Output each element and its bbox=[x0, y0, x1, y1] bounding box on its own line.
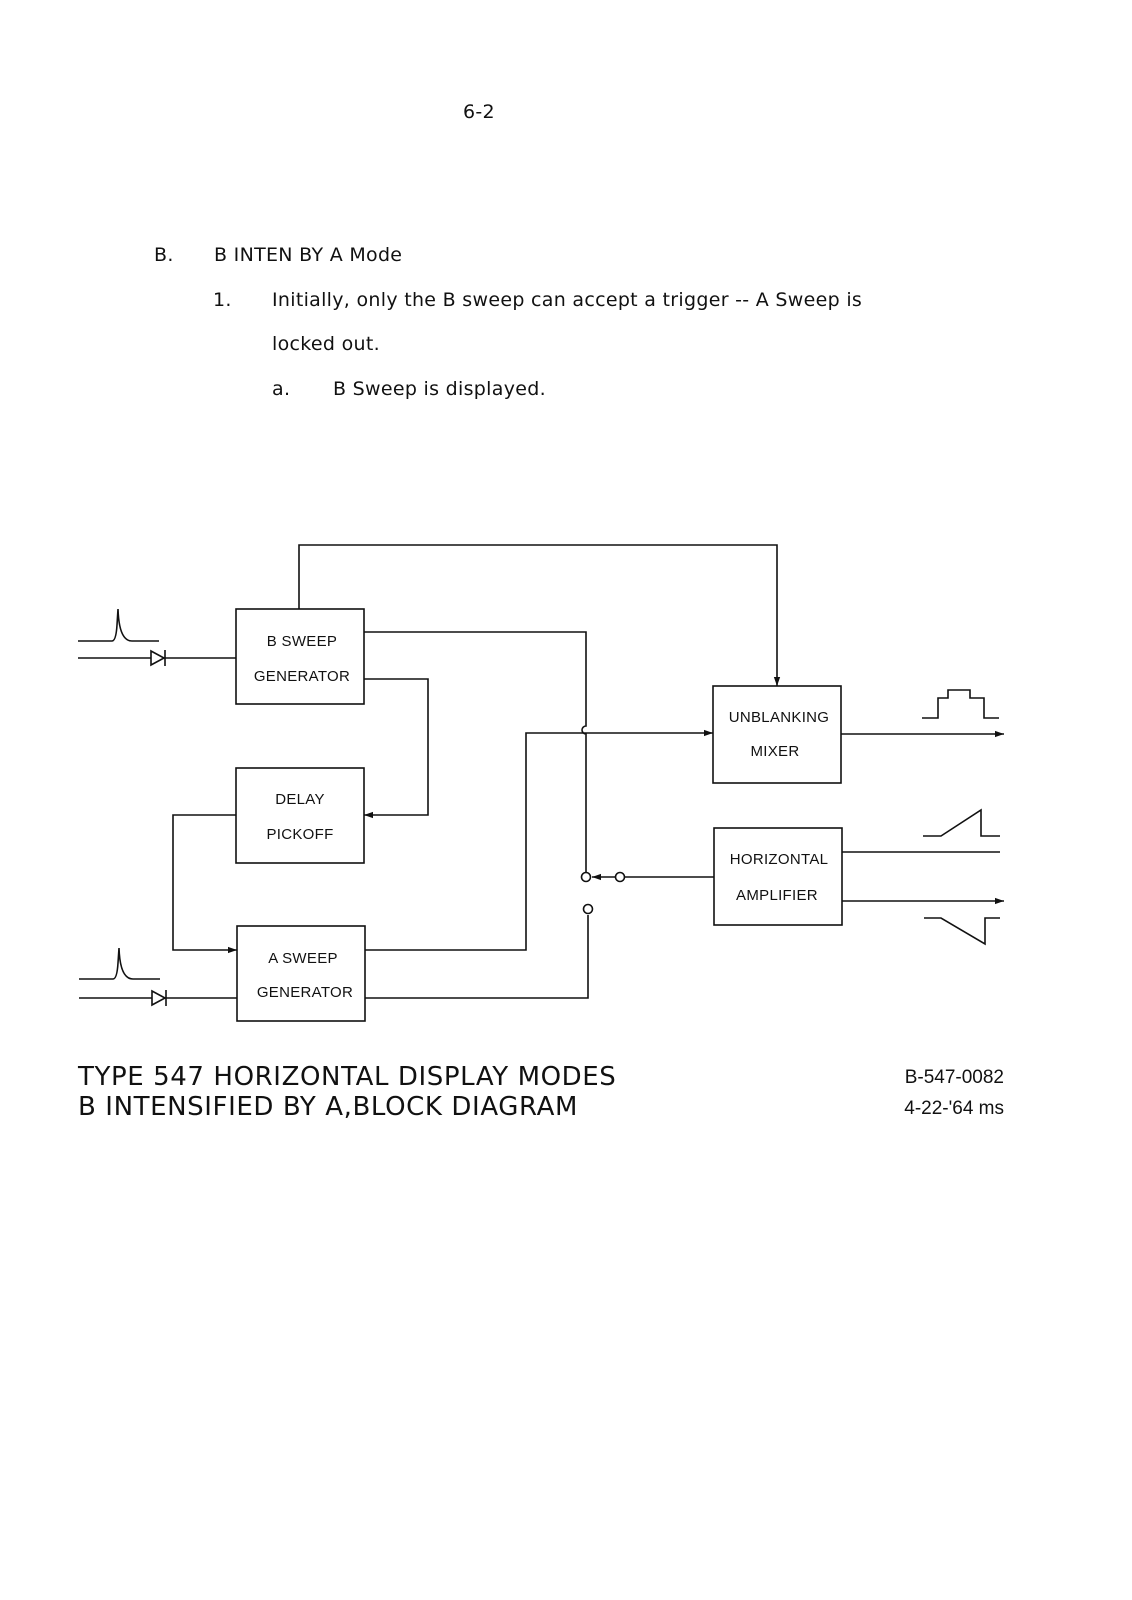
delay-pickoff-label-line2: PICKOFF bbox=[266, 826, 333, 843]
item-1-text-line-1: Initially, only the B sweep can accept a… bbox=[272, 289, 863, 311]
a-trigger-input bbox=[79, 947, 237, 1007]
unblanking-mixer-label-line1: UNBLANKING bbox=[729, 709, 830, 726]
drawing-date: 4-22-'64 ms bbox=[904, 1098, 1004, 1119]
b-sweep-to-delay-line bbox=[364, 678, 429, 819]
b-sweep-generator-block: B SWEEP GENERATOR bbox=[235, 608, 365, 705]
a-sweep-label-line2: GENERATOR bbox=[257, 984, 353, 1001]
item-1-number: 1. bbox=[213, 289, 232, 311]
caption-line-2: B INTENSIFIED BY A,BLOCK DIAGRAM bbox=[78, 1092, 578, 1122]
a-trigger-pulse-icon bbox=[79, 947, 160, 980]
drawing-number: B-547-0082 bbox=[905, 1067, 1004, 1088]
b-sweep-to-unblanking-line bbox=[298, 544, 781, 686]
item-a-letter: a. bbox=[272, 378, 291, 400]
b-sweep-label-line2: GENERATOR bbox=[254, 668, 350, 685]
b-sweep-output-line bbox=[364, 631, 587, 872]
horizontal-amplifier-label-line2: AMPLIFIER bbox=[736, 887, 818, 904]
unblanking-pulse-waveform-icon bbox=[922, 689, 999, 719]
caption-line-1: TYPE 547 HORIZONTAL DISPLAY MODES bbox=[77, 1062, 616, 1092]
item-1-text-line-2: locked out. bbox=[272, 333, 380, 355]
item-a-text: B Sweep is displayed. bbox=[333, 378, 546, 400]
section-title: B INTEN BY A Mode bbox=[214, 244, 403, 266]
unblanking-mixer-block: UNBLANKING MIXER bbox=[712, 685, 842, 784]
mode-switch-icon bbox=[580, 871, 626, 915]
delay-to-a-sweep-line bbox=[172, 814, 237, 954]
delay-pickoff-label-line1: DELAY bbox=[275, 791, 325, 808]
horizontal-amplifier-label-line1: HORIZONTAL bbox=[730, 851, 829, 868]
delay-pickoff-block: DELAY PICKOFF bbox=[235, 767, 365, 864]
unblanking-mixer-label-line2: MIXER bbox=[750, 743, 799, 760]
a-sweep-label-line1: A SWEEP bbox=[268, 950, 338, 967]
b-trigger-pulse-icon bbox=[78, 608, 159, 642]
negative-sawtooth-waveform-icon bbox=[924, 917, 1000, 946]
horizontal-amplifier-block: HORIZONTAL AMPLIFIER bbox=[713, 827, 843, 926]
b-sweep-label-line1: B SWEEP bbox=[267, 633, 337, 650]
a-trigger-diode-icon bbox=[151, 989, 167, 1007]
b-trigger-diode-icon bbox=[150, 649, 166, 667]
page-number: 6-2 bbox=[463, 101, 495, 123]
positive-sawtooth-waveform-icon bbox=[923, 808, 1000, 837]
a-sweep-generator-block: A SWEEP GENERATOR bbox=[236, 925, 366, 1022]
b-trigger-input bbox=[78, 608, 236, 667]
a-sweep-output-line bbox=[365, 915, 589, 999]
a-sweep-to-unblanking-line bbox=[365, 729, 713, 951]
section-letter: B. bbox=[154, 244, 174, 266]
